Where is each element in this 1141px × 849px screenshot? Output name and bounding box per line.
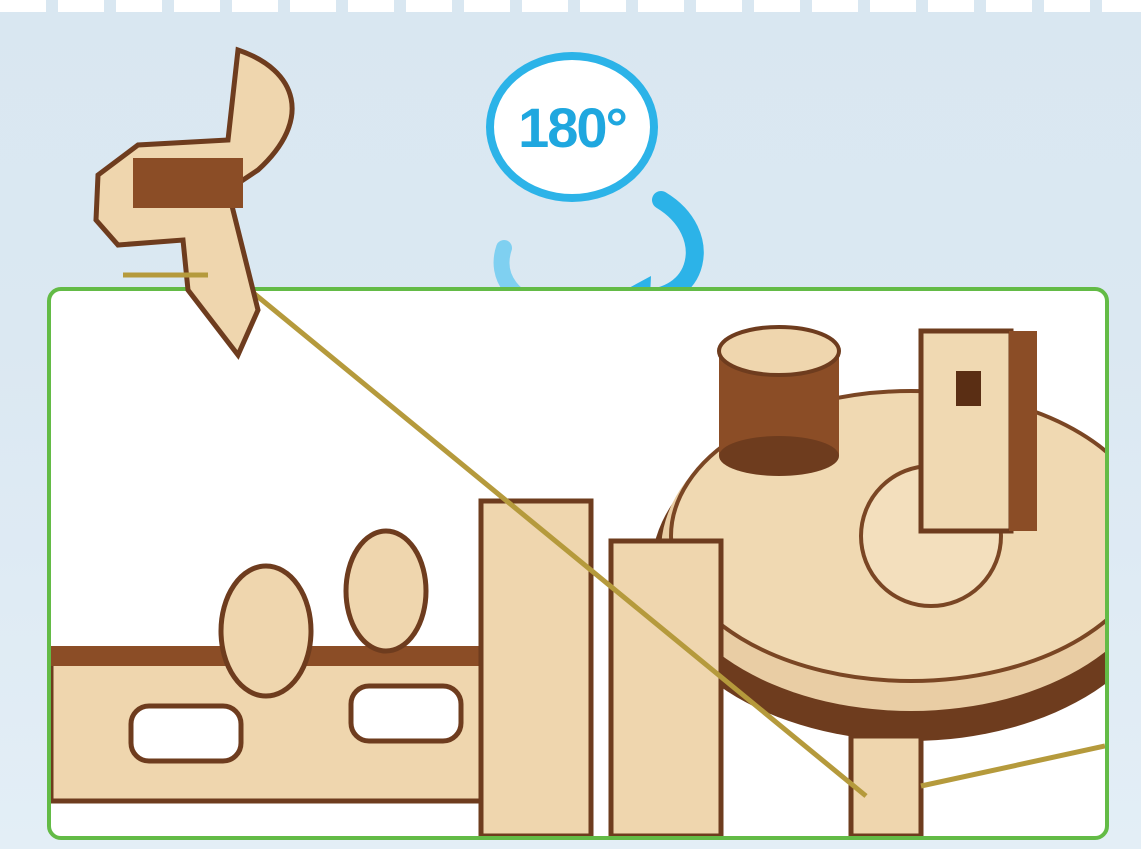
- rotate-180-badge: 180°: [486, 48, 676, 268]
- dashed-top-border: [0, 0, 1141, 12]
- wooden-model-illustration: [51, 291, 1105, 836]
- wooden-key-piece: [88, 40, 328, 370]
